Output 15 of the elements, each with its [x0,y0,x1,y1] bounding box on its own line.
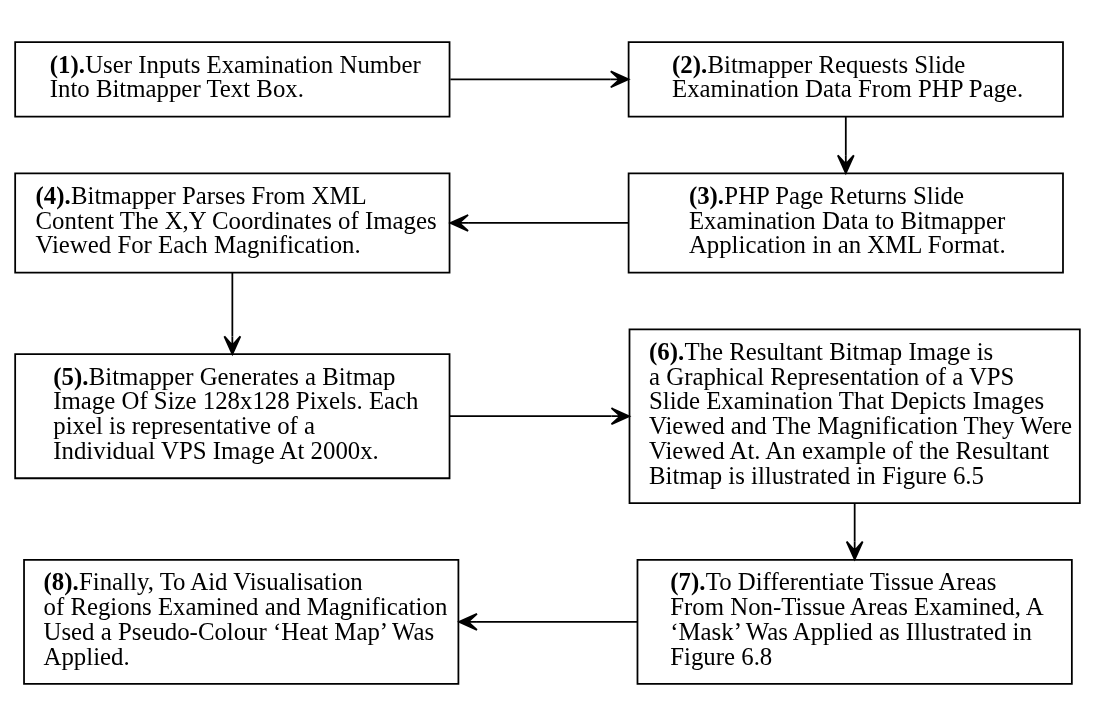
arrow [449,213,630,232]
node-box: (6).The Resultant Bitmap Image is a Graphical Representation of a VPS Slide Examination That Depicts Images Viewed and The Magnification They Were Viewed At. An example of the Resultant Bitmap is illustrated in Figure 6.5 [628,327,1081,504]
arrow [223,271,242,355]
node-box: (2).Bitmapper Requests Slide Examination Data From PHP Page. [627,40,1064,117]
arrow [449,69,630,88]
arrow [458,612,639,631]
node-box: (8).Finally, To Aid Visualisation of Regions Examined and Magnification Used a Pseudo-Colour ‘Heat Map’ Was Applied. [23,558,460,685]
node-box: (7).To Differentiate Tissue Areas From Non-Tissue Areas Examined, A ‘Mask’ Was Applied as Illustrated in Figure 6.8 [636,558,1073,685]
arrow [449,406,631,425]
node-box: (4).Bitmapper Parses From XML Content The X,Y Coordinates of Images Viewed For Each Magnification. [14,171,451,273]
node-box: (5).Bitmapper Generates a Bitmap Image Of Size 128x128 Pixels. Each pixel is representative of a Individual VPS Image At 2000x. [14,352,451,479]
arrow [836,115,855,174]
arrow [845,502,864,560]
node-box: (1).User Inputs Examination Number Into Bitmapper Text Box. [14,40,451,117]
node-box: (3).PHP Page Returns Slide Examination Data to Bitmapper Application in an XML Format. [627,171,1064,273]
